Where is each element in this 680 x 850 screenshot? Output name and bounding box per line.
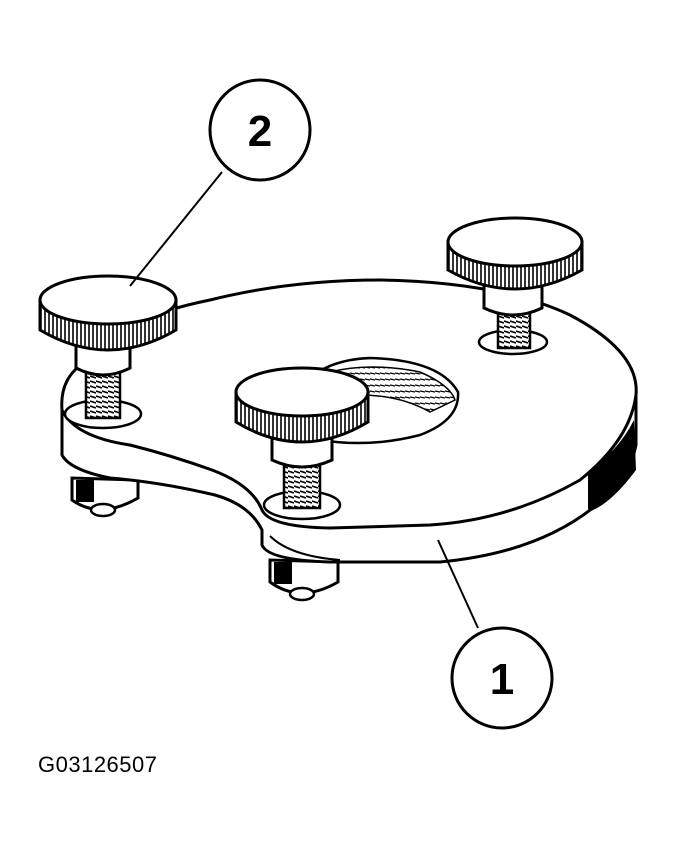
thumb-screw-left — [38, 274, 178, 420]
figure-code: G03126507 — [38, 752, 158, 777]
callout-1-label: 1 — [490, 655, 514, 704]
callout-2-label: 2 — [248, 107, 272, 156]
bottom-nut-left — [70, 476, 140, 518]
bottom-nut-center — [268, 558, 340, 602]
callout-2: 2 — [129, 78, 312, 287]
callout-1: 1 — [437, 539, 554, 730]
thumb-screw-center — [234, 366, 370, 510]
thumb-screw-right — [446, 216, 584, 350]
